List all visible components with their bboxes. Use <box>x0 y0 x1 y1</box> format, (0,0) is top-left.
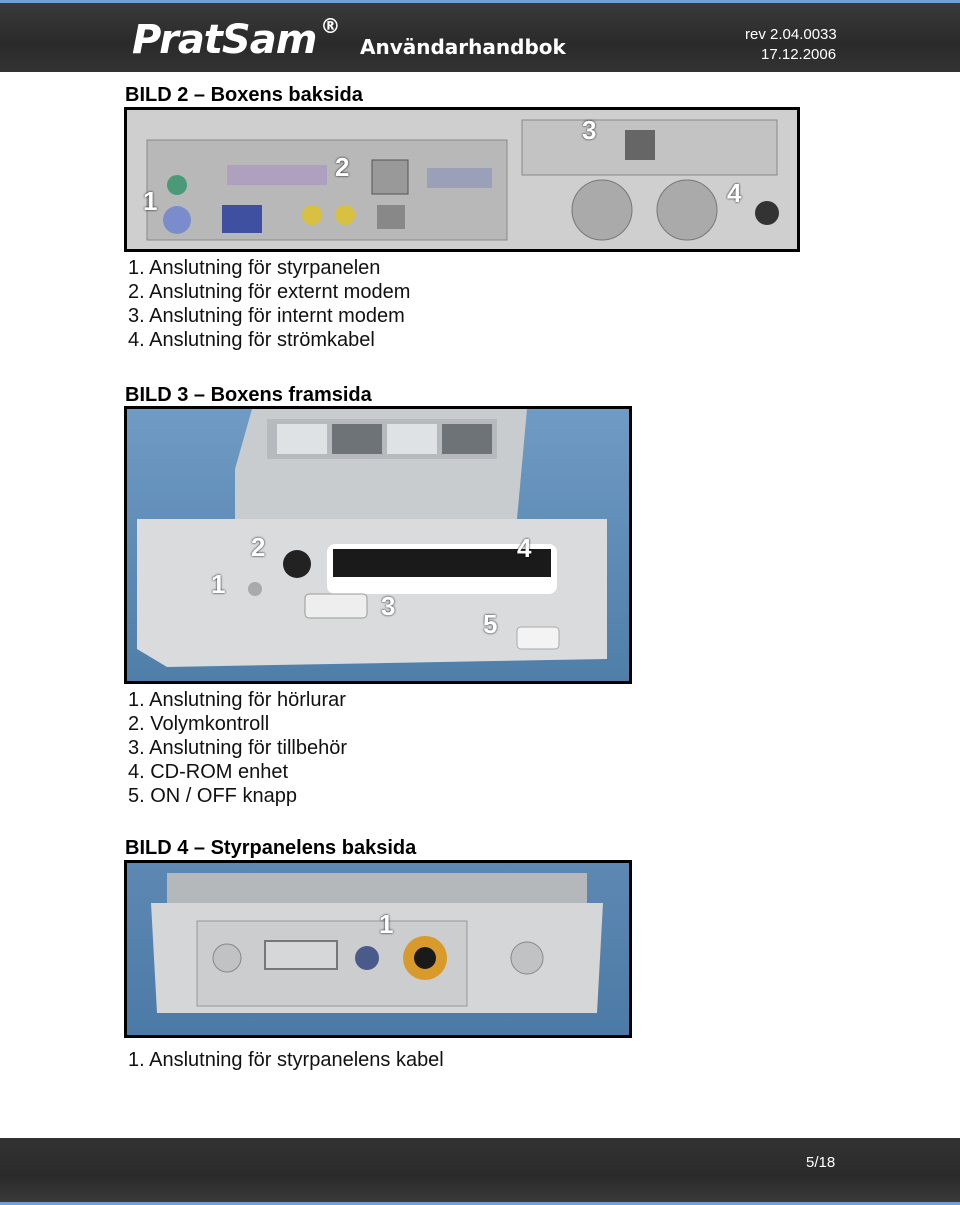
list-item: 1. Anslutning för styrpanelens kabel <box>128 1049 444 1071</box>
list-item: 1. Anslutning för hörlurar <box>128 689 346 711</box>
footer-bar: 5/18 <box>0 1138 960 1205</box>
revision-number: rev 2.04.0033 <box>745 26 837 43</box>
marker-4: 4 <box>517 533 532 563</box>
list-bild3: 1. Anslutning för hörlurar 2. Volymkontr… <box>128 688 347 808</box>
photo-box-front: 1 2 3 4 5 <box>124 406 632 684</box>
list-item: 5. ON / OFF knapp <box>128 785 297 807</box>
marker-3: 3 <box>381 591 396 621</box>
marker-4: 4 <box>727 178 742 208</box>
marker-3: 3 <box>582 115 597 145</box>
revision-date: 17.12.2006 <box>761 46 837 63</box>
photo-panel-back: 1 <box>124 860 632 1038</box>
section-heading-bild4: BILD 4 – Styrpanelens baksida <box>125 837 417 859</box>
marker-2: 2 <box>251 532 266 562</box>
section-heading-bild2: BILD 2 – Boxens baksida <box>125 84 363 106</box>
list-bild4: 1. Anslutning för styrpanelens kabel <box>128 1048 444 1072</box>
marker-1: 1 <box>143 186 158 216</box>
list-item: 2. Volymkontroll <box>128 713 270 735</box>
box-front-illustration <box>127 409 629 681</box>
list-item: 4. Anslutning för strömkabel <box>128 329 375 351</box>
marker-5: 5 <box>483 609 498 639</box>
photo-box-back: 1 2 3 4 <box>124 107 800 252</box>
box-back-illustration <box>127 110 797 249</box>
list-bild2: 1. Anslutning för styrpanelen 2. Anslutn… <box>128 256 410 352</box>
header-bar: PratSam® Användarhandbok rev 2.04.0033 1… <box>0 0 960 72</box>
list-item: 3. Anslutning för internt modem <box>128 305 405 327</box>
revision-info: rev 2.04.0033 17.12.2006 <box>745 25 837 65</box>
marker-1: 1 <box>379 909 394 939</box>
document-title: Användarhandbok <box>360 35 566 59</box>
page-number: 5/18 <box>806 1154 836 1171</box>
list-item: 3. Anslutning för tillbehör <box>128 737 348 759</box>
marker-2: 2 <box>335 152 350 182</box>
section-heading-bild3: BILD 3 – Boxens framsida <box>125 384 372 406</box>
panel-back-illustration <box>127 863 629 1035</box>
marker-1: 1 <box>211 569 226 599</box>
list-item: 2. Anslutning för externt modem <box>128 281 411 303</box>
brand-logo: PratSam® <box>132 13 340 63</box>
list-item: 1. Anslutning för styrpanelen <box>128 257 381 279</box>
list-item: 4. CD-ROM enhet <box>128 761 289 783</box>
